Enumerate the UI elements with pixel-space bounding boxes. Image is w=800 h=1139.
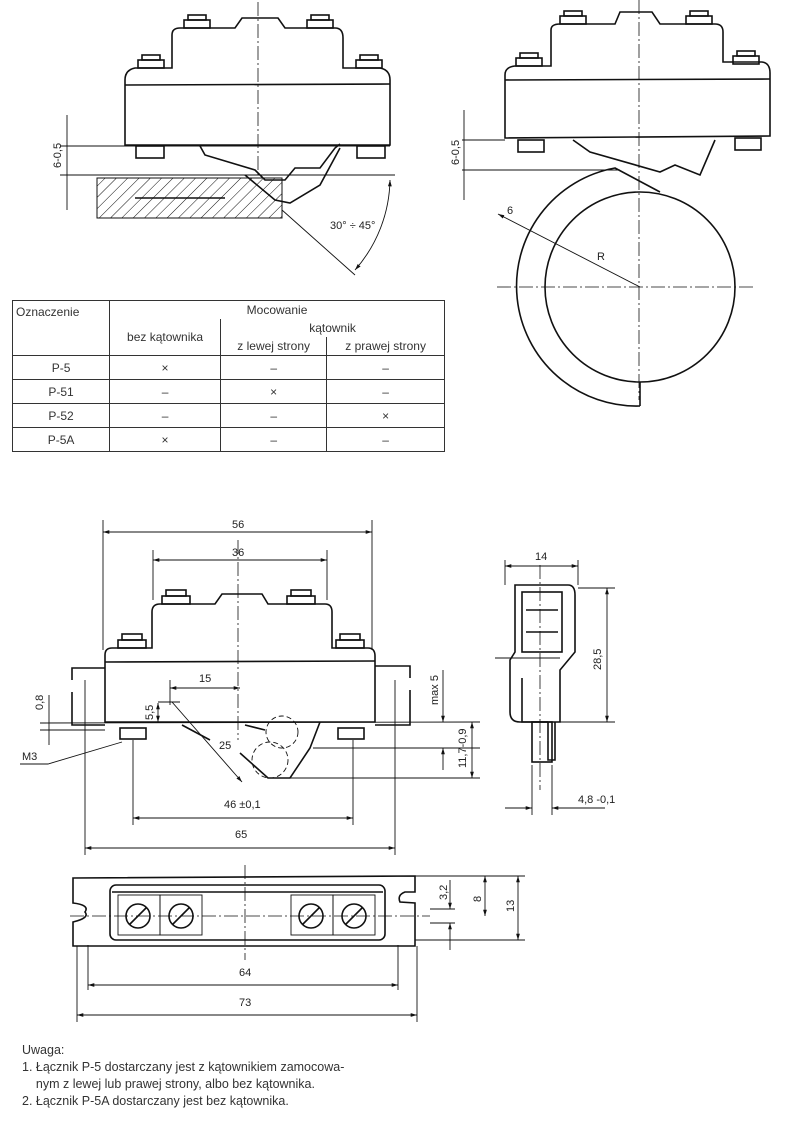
- dimension-14: 14: [535, 551, 547, 563]
- left-cell: –: [220, 355, 328, 380]
- dimension-28-5: 28,5: [592, 649, 604, 670]
- left-cell: –: [220, 403, 328, 428]
- designation-cell: P-52: [11, 403, 111, 428]
- side-view: 14 28,5 4,8 -0,1: [495, 551, 615, 815]
- thickness-dimension: 6: [507, 205, 513, 217]
- dimension-64: 64: [239, 967, 251, 979]
- left-cell: –: [220, 427, 328, 452]
- dimension-8: 8: [472, 896, 484, 902]
- angle-label: 30° ÷ 45°: [330, 220, 375, 232]
- header-mounting: Mocowanie: [109, 300, 445, 319]
- thread-label: M3: [22, 751, 37, 763]
- left-cell: ×: [220, 379, 328, 404]
- screw-icon: [183, 14, 211, 29]
- table-row: P-5×––: [11, 355, 445, 380]
- table-row: P-52––×: [11, 403, 445, 428]
- table-row: P-51–×–: [11, 379, 445, 404]
- screw-icon: [137, 54, 165, 69]
- dimension-36: 36: [232, 547, 244, 559]
- no-bracket-cell: –: [109, 403, 222, 428]
- dimension-25: 25: [219, 740, 231, 752]
- dimension-3-2: 3,2: [438, 885, 450, 900]
- radius-label: R: [597, 251, 605, 263]
- top-right-view: 6-0,5 6 R: [450, 0, 771, 407]
- top-left-view: 6-0,5 30° ÷ 45°: [52, 2, 395, 276]
- dimension-max-5: max 5: [429, 675, 441, 705]
- right-cell: –: [326, 355, 445, 380]
- designation-cell: P-5: [11, 355, 111, 380]
- right-cell: –: [326, 379, 445, 404]
- screw-icon: [117, 589, 365, 649]
- screw-icon: [515, 10, 760, 67]
- notes: Uwaga: 1. Łącznik P-5 dostarczany jest z…: [22, 1042, 344, 1110]
- dimension-13: 13: [505, 900, 517, 912]
- right-cell: ×: [326, 403, 445, 428]
- designation-cell: P-5A: [11, 427, 111, 452]
- no-bracket-cell: –: [109, 379, 222, 404]
- screw-icon: [355, 54, 383, 69]
- dimension-0-8: 0,8: [34, 695, 46, 710]
- bottom-view: 3,2 8 13 64 73: [70, 865, 525, 1022]
- header-left-side: z lewej strony: [220, 337, 328, 356]
- dimension-46: 46 ±0,1: [224, 799, 261, 811]
- notes-title: Uwaga:: [22, 1043, 65, 1057]
- no-bracket-cell: ×: [109, 355, 222, 380]
- no-bracket-cell: ×: [109, 427, 222, 452]
- dimension-65: 65: [235, 829, 247, 841]
- screw-icon: [306, 14, 334, 29]
- dimension-15: 15: [199, 673, 211, 685]
- note-item: 2. Łącznik P-5A dostarczany jest bez kąt…: [22, 1094, 289, 1108]
- note-item: 1. Łącznik P-5 dostarczany jest z kątown…: [22, 1060, 345, 1074]
- dimension-4-8: 4,8 -0,1: [578, 794, 615, 806]
- front-view: 56 36 15 5,5 0,8 M3 25 46 ±0,1 65 max 5 …: [20, 519, 481, 855]
- note-item: nym z lewej lub prawej strony, albo bez …: [22, 1077, 315, 1091]
- gap-dimension: 6-0,5: [450, 140, 462, 165]
- dimension-11-7: 11,7-0,9: [457, 728, 469, 768]
- header-bracket: kątownik: [220, 319, 445, 337]
- header-right-side: z prawej strony: [326, 337, 445, 356]
- header-no-bracket: bez kątownika: [109, 319, 222, 356]
- dimension-5-5: 5,5: [144, 705, 156, 720]
- dimension-56: 56: [232, 519, 244, 531]
- right-cell: –: [326, 427, 445, 452]
- dimension-73: 73: [239, 997, 251, 1009]
- table-row: P-5A×––: [11, 427, 445, 452]
- designation-cell: P-51: [11, 379, 111, 404]
- gap-dimension: 6-0,5: [52, 143, 64, 168]
- header-designation: Oznaczenie: [11, 300, 111, 356]
- mounting-table: Oznaczenie Mocowanie bez kątownika kątow…: [11, 300, 445, 452]
